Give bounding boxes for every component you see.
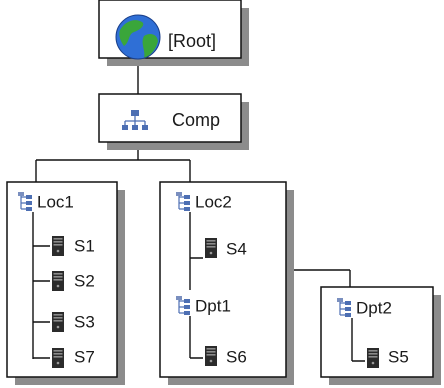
node-dpt2-server-1: S5 [388, 347, 409, 366]
node-dpt2[interactable]: Dpt2 S5 [320, 286, 441, 385]
node-loc1-server-3: S3 [74, 312, 95, 331]
server-tower-icon [52, 312, 64, 332]
node-comp[interactable]: Comp [98, 93, 249, 150]
network-icon [122, 110, 148, 130]
node-loc1-label: Loc1 [37, 192, 74, 211]
node-loc1-server-4: S7 [74, 347, 95, 366]
server-tower-icon [52, 236, 64, 256]
node-loc2[interactable]: Loc2 S4 Dpt1 S6 [159, 181, 294, 385]
node-loc1-server-2: S2 [74, 271, 95, 290]
node-root-label: [Root] [168, 31, 216, 51]
globe-icon [115, 14, 161, 60]
node-comp-label: Comp [172, 110, 220, 130]
server-tower-icon [205, 238, 217, 258]
node-loc1-server-1: S1 [74, 236, 95, 255]
server-tower-icon [205, 346, 217, 366]
server-tower-icon [52, 271, 64, 291]
server-tower-icon [367, 348, 379, 368]
node-dpt1-label: Dpt1 [195, 296, 231, 315]
server-tower-icon [52, 348, 64, 368]
node-loc1[interactable]: Loc1 S1 S2 S3 S7 [6, 181, 125, 385]
node-loc2-label: Loc2 [195, 192, 232, 211]
node-root[interactable]: [Root] [98, 0, 249, 66]
node-dpt2-label: Dpt2 [356, 298, 392, 317]
node-dpt1-server-1: S6 [226, 347, 247, 366]
node-loc2-server-1: S4 [226, 239, 247, 258]
